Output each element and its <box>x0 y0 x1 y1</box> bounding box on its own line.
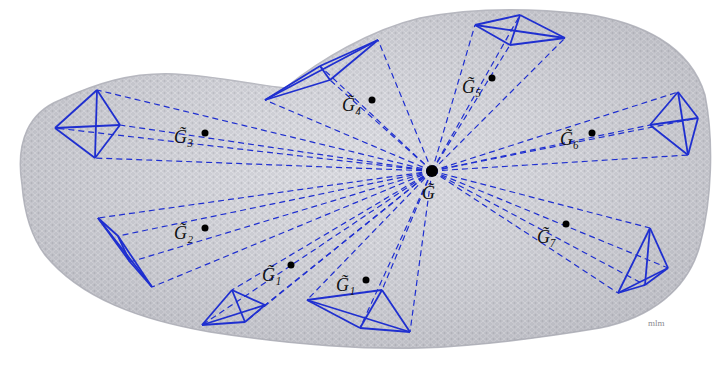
dashed-ray <box>232 171 432 290</box>
dashed-ray <box>432 171 618 293</box>
tetra-edge <box>245 305 265 322</box>
tetra-edge <box>265 40 378 100</box>
dashed-ray <box>432 15 520 171</box>
dashed-ray <box>432 92 678 171</box>
tetra-edge <box>202 322 245 325</box>
dashed-ray <box>202 171 432 325</box>
point-label: G̃₅ <box>462 78 481 96</box>
tetra-edge <box>360 328 410 332</box>
dashed-ray <box>152 171 432 287</box>
tetra-edge <box>510 15 520 45</box>
tetra-edge <box>307 300 360 328</box>
point-label: G̃₄ <box>342 96 361 114</box>
dashed-ray <box>307 171 432 300</box>
tetra-edge <box>678 92 688 155</box>
dashed-ray <box>130 171 432 262</box>
dashed-ray <box>360 171 432 328</box>
tetra-edge <box>265 80 330 100</box>
centroid-dots <box>202 75 596 284</box>
point-label: G̃₁ <box>262 266 281 284</box>
point-label: G̃₂ <box>174 224 193 242</box>
point-label: G̃₇ <box>537 228 556 246</box>
dashed-ray <box>55 128 432 171</box>
dashed-ray <box>432 171 668 268</box>
tetra-edge <box>95 125 120 158</box>
point-label: G̃₆ <box>560 130 579 148</box>
dashed-ray <box>378 40 432 171</box>
tetra-edge <box>320 40 378 66</box>
tetra-edge <box>307 300 410 332</box>
tetra-edge <box>475 25 510 45</box>
point-label: G̃₁ <box>336 276 355 294</box>
tetra-edge <box>232 290 245 322</box>
tetra-edge <box>618 268 668 293</box>
tetra-edge <box>55 128 95 158</box>
dashed-ray <box>432 118 698 171</box>
tetra-edge <box>618 285 645 293</box>
dashed-ray <box>120 125 432 171</box>
tetra-edge <box>98 218 152 287</box>
dashed-ray <box>432 155 688 171</box>
dashed-ray <box>95 158 432 171</box>
dashed-ray <box>118 171 432 236</box>
tetra-edge <box>650 92 678 125</box>
tetra-edge <box>55 90 97 128</box>
tetra-edge <box>650 125 688 155</box>
tetra-edge <box>475 15 520 25</box>
tetrahedra <box>55 15 698 332</box>
tetra-edge <box>55 125 120 128</box>
mesh-shape <box>20 10 710 348</box>
dashed-ray <box>97 90 432 171</box>
dashed-ray <box>432 171 645 285</box>
tetra-edge <box>202 305 265 325</box>
tetra-edge <box>130 262 152 287</box>
tetra-edge <box>118 236 130 262</box>
dashed-ray <box>432 171 650 228</box>
tetra-edge <box>618 228 650 293</box>
tetra-edge <box>118 236 152 287</box>
tetra-edge <box>360 290 382 328</box>
dashed-ray <box>245 171 432 322</box>
tetra-edge <box>98 218 130 262</box>
tetra-edge <box>688 118 698 155</box>
tetra-edge <box>97 90 120 125</box>
tetra-edge <box>650 118 698 125</box>
dashed-ray <box>330 80 432 171</box>
mesh-shading <box>20 10 710 348</box>
tetra-edge <box>330 40 378 80</box>
tetra-edge <box>520 15 565 38</box>
dashed-ray <box>432 45 510 171</box>
point-label: G̃ <box>422 184 435 202</box>
tetra-edge <box>510 38 565 45</box>
watermark: mlm <box>648 318 665 328</box>
point-label: G̃₃ <box>174 128 193 146</box>
tetra-edge <box>95 90 97 158</box>
dashed-ray <box>320 66 432 171</box>
tetra-edge <box>320 66 330 80</box>
tetra-edge <box>650 228 668 268</box>
dashed-ray <box>432 38 565 171</box>
tetra-edge <box>645 268 668 285</box>
tetra-edge <box>382 290 410 332</box>
tetra-edge <box>645 228 650 285</box>
